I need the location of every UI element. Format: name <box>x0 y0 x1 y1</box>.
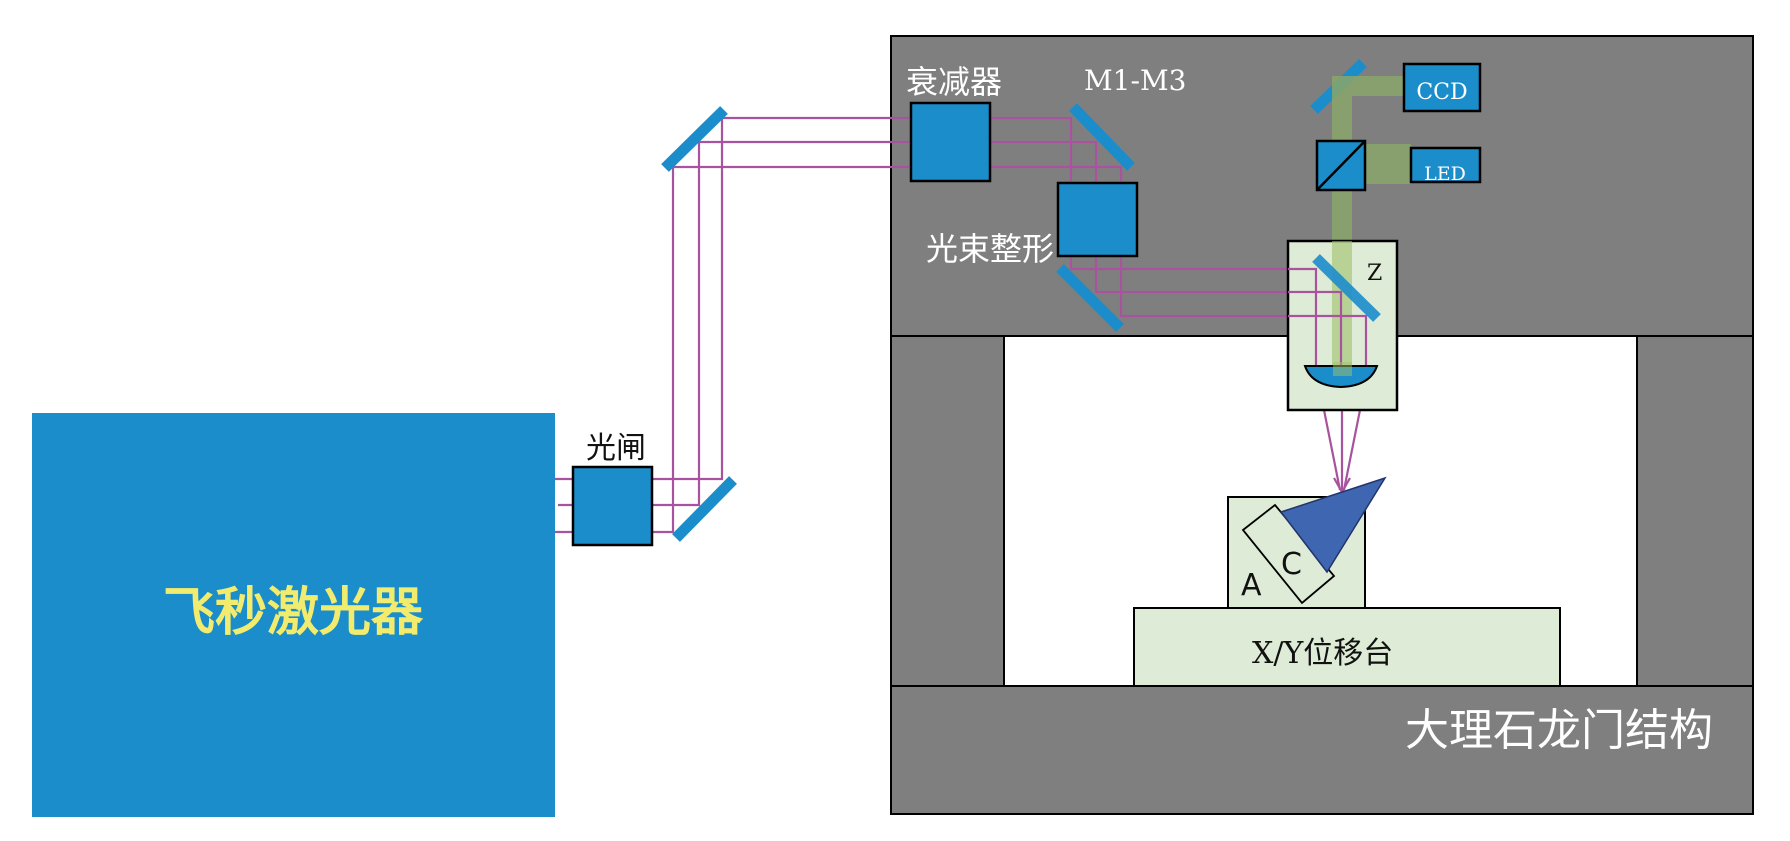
z-axis-module: Z <box>1286 239 1399 412</box>
attenuator: 衰减器 <box>906 63 1002 183</box>
sample-a-label: A <box>1241 568 1262 603</box>
dichroic-mirror <box>1312 254 1381 322</box>
imaging-beam-led <box>1365 144 1411 184</box>
femtosecond-laser: 飞秒激光器 <box>32 413 555 817</box>
beam-shaper: 光束整形 <box>926 181 1139 268</box>
mirror-lower-left <box>672 476 737 542</box>
mirror-upper-left <box>661 106 728 172</box>
beam-in-objective-2 <box>1288 290 1343 372</box>
shutter-label: 光闸 <box>586 431 646 466</box>
workpiece-triangle <box>1279 476 1387 574</box>
sample-holder: A C <box>1227 476 1387 610</box>
beam-shaper-label: 光束整形 <box>926 230 1054 268</box>
ccd-camera: CCD <box>1402 62 1482 113</box>
led-label: LED <box>1424 163 1466 185</box>
xy-stage-box <box>1133 607 1561 687</box>
led-light: LED <box>1409 146 1482 185</box>
led-box <box>1409 146 1482 184</box>
gantry-base <box>890 685 1754 815</box>
laser-box <box>32 413 555 817</box>
shutter: 光闸 <box>571 431 654 547</box>
objective-lens <box>1303 365 1379 389</box>
xy-stage-label: X/Y位移台 <box>1252 636 1393 671</box>
ccd-label: CCD <box>1416 80 1467 105</box>
sample-c-label: C <box>1281 547 1302 582</box>
beamsplitter-diagonal <box>1317 141 1365 190</box>
marble-gantry: 大理石龙门结构 <box>890 35 1754 815</box>
beamsplitter <box>1315 139 1367 192</box>
beam-shaper-box <box>1056 181 1139 258</box>
beam-in-objective-3 <box>1288 314 1368 372</box>
mirror-m2 <box>1056 264 1124 332</box>
attenuator-label: 衰减器 <box>906 63 1002 101</box>
xy-stage: X/Y位移台 <box>1133 607 1561 687</box>
mirror-m1 <box>1069 103 1135 171</box>
shutter-box <box>571 465 654 547</box>
ccd-box <box>1402 62 1482 113</box>
gantry-left-pillar <box>890 335 1005 687</box>
gantry-right-pillar <box>1636 335 1754 687</box>
imaging-beam-over-lens <box>1333 362 1352 376</box>
attenuator-box <box>909 101 992 183</box>
sample-c-plate <box>1241 503 1336 605</box>
z-axis-label: Z <box>1367 261 1382 286</box>
mirrors-label: M1-M3 <box>1084 64 1186 97</box>
gantry-label: 大理石龙门结构 <box>1405 705 1713 756</box>
laser-label: 飞秒激光器 <box>163 583 424 643</box>
beam-in-objective-1 <box>1288 267 1318 372</box>
